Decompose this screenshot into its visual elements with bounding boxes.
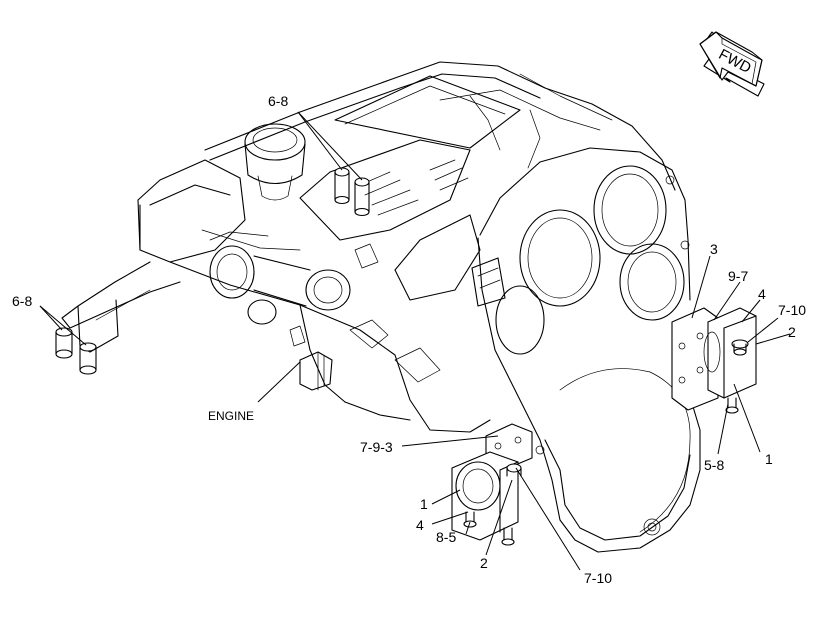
engine-label: ENGINE <box>208 409 254 423</box>
engine-block <box>137 61 676 433</box>
callout-8-5-front: 8-5 <box>436 529 456 545</box>
callout-7-10-right: 7-10 <box>778 302 806 318</box>
bolt <box>79 342 97 375</box>
callout-1-front: 1 <box>420 496 428 512</box>
callout-3-right: 3 <box>710 241 718 257</box>
front-support-arm <box>61 261 181 353</box>
lower-front-mount <box>451 423 533 546</box>
callout-1-right: 1 <box>765 451 773 467</box>
callout-9-7-right: 9-7 <box>728 268 748 284</box>
forward-direction-arrow: FWD <box>699 31 765 97</box>
bolt <box>354 177 370 217</box>
callout-7-9-3-front: 7-9-3 <box>360 439 393 455</box>
callout-7-10-front: 7-10 <box>584 570 612 586</box>
callout-4-front: 4 <box>416 517 424 533</box>
leader-lines <box>39 111 791 571</box>
callout-2-front: 2 <box>480 555 488 571</box>
front-mount-bolts <box>55 327 97 375</box>
callout-2-right: 2 <box>788 324 796 340</box>
callout-5-8-right: 5-8 <box>704 457 724 473</box>
bolt <box>55 327 73 359</box>
callout-6-8-left: 6-8 <box>12 293 32 309</box>
callout-labels: 6-8 6-8 ENGINE 3 9-7 4 7-10 2 5-8 1 7-9-… <box>12 93 806 586</box>
right-rear-mount <box>671 307 757 414</box>
callout-4-right: 4 <box>758 286 766 302</box>
rear-mount-bolts <box>334 167 370 217</box>
bolt <box>334 167 350 205</box>
callout-6-8-top: 6-8 <box>268 93 288 109</box>
flywheel-housing <box>471 147 701 553</box>
